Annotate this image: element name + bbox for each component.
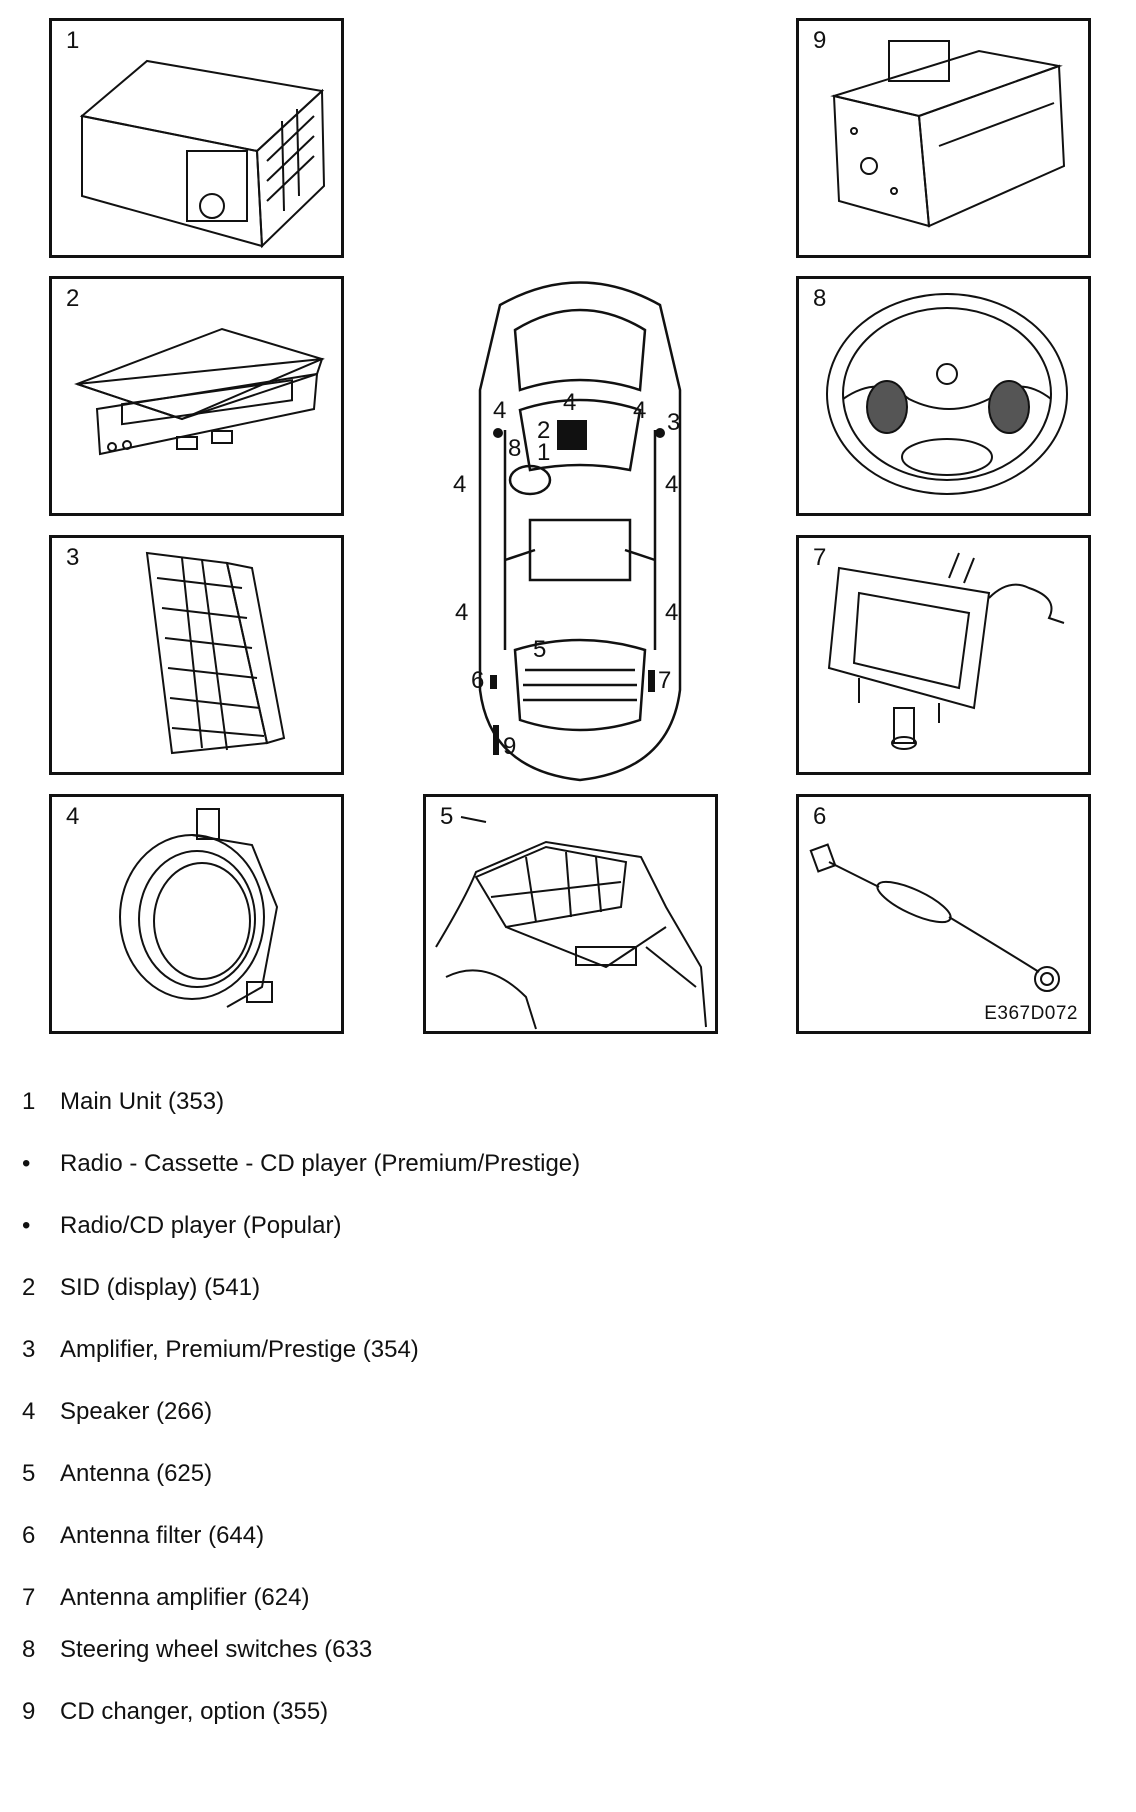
panel-sid-display: 2 <box>49 276 344 516</box>
panel-number: 1 <box>66 27 80 54</box>
panel-antenna: 5 <box>423 794 718 1034</box>
legend-number: 9 <box>22 1698 36 1725</box>
legend-number: 6 <box>22 1522 36 1549</box>
panel-cd-changer: 9 <box>796 18 1091 258</box>
figure-code: E367D072 <box>984 1003 1078 1024</box>
legend-text: CD changer, option (355) <box>60 1698 329 1725</box>
callout-amplifier: 3 <box>667 409 680 436</box>
legend-number: 3 <box>22 1336 36 1363</box>
legend-text: Speaker (266) <box>60 1398 213 1425</box>
panel-number: 4 <box>66 803 80 830</box>
legend-number: 5 <box>22 1460 36 1487</box>
callout-steering-wheel: 8 <box>508 435 521 462</box>
callout-main-unit: 1 <box>537 439 550 466</box>
legend-text: Antenna filter (644) <box>60 1522 265 1549</box>
amplifier-icon <box>145 551 286 755</box>
panel-number: 5 <box>440 803 454 830</box>
callout-antenna: 5 <box>533 636 546 663</box>
legend-bullet: • <box>22 1150 31 1177</box>
antenna-filter-icon <box>809 843 1060 992</box>
legend-number: 1 <box>22 1088 36 1115</box>
callout-speaker: 4 <box>453 471 466 498</box>
panel-steering-wheel: 8 <box>796 276 1091 516</box>
panel-main-unit: 1 <box>49 18 344 258</box>
legend-number: 4 <box>22 1398 36 1425</box>
legend-text: Antenna (625) <box>60 1460 213 1487</box>
callout-antenna-amplifier: 7 <box>658 667 671 694</box>
main-unit-radio-icon <box>79 59 326 249</box>
callout-speaker: 4 <box>563 389 576 416</box>
cd-changer-icon <box>830 40 1066 228</box>
legend-bullet: • <box>22 1212 31 1239</box>
panel-speaker: 4 <box>49 794 344 1034</box>
legend-number: 7 <box>22 1584 36 1611</box>
callout-speaker: 4 <box>455 599 468 626</box>
legend-number: 8 <box>22 1636 36 1663</box>
legend-text: Amplifier, Premium/Prestige (354) <box>60 1336 419 1363</box>
callout-cd-changer: 9 <box>503 733 516 760</box>
panel-number: 2 <box>66 285 80 312</box>
main-unit-location-marker <box>557 420 587 450</box>
legend-text: Antenna amplifier (624) <box>60 1584 310 1611</box>
legend-text: Steering wheel switches (633 <box>60 1636 373 1663</box>
callout-speaker: 4 <box>665 599 678 626</box>
legend-text: SID (display) (541) <box>60 1274 261 1301</box>
callout-sid: 2 <box>537 417 550 444</box>
legend-text: Radio - Cassette - CD player (Premium/Pr… <box>60 1150 581 1177</box>
legend-number: 2 <box>22 1274 36 1301</box>
panel-amplifier: 3 <box>49 535 344 775</box>
rear-window-antenna-icon <box>435 816 707 1030</box>
panel-antenna-filter: 6 E367D072 <box>796 794 1091 1034</box>
panel-number: 9 <box>813 27 827 54</box>
callout-speaker: 4 <box>665 471 678 498</box>
callout-speaker: 4 <box>493 397 506 424</box>
panel-number: 7 <box>813 544 827 571</box>
antenna-amplifier-icon <box>827 552 1065 750</box>
speaker-icon <box>119 808 279 1008</box>
steering-wheel-icon <box>826 293 1068 495</box>
legend-text: Radio/CD player (Popular) <box>60 1212 342 1239</box>
panel-number: 8 <box>813 285 827 312</box>
panel-antenna-amplifier: 7 <box>796 535 1091 775</box>
sid-display-icon <box>74 327 325 456</box>
panel-number: 6 <box>813 803 827 830</box>
legend-text: Main Unit (353) <box>60 1088 225 1115</box>
callout-antenna-filter: 6 <box>471 667 484 694</box>
panel-number: 3 <box>66 544 80 571</box>
car-top-view-diagram: 4 4 4 3 2 8 1 4 4 4 4 5 6 7 9 <box>453 281 682 782</box>
callout-speaker: 4 <box>633 397 646 424</box>
